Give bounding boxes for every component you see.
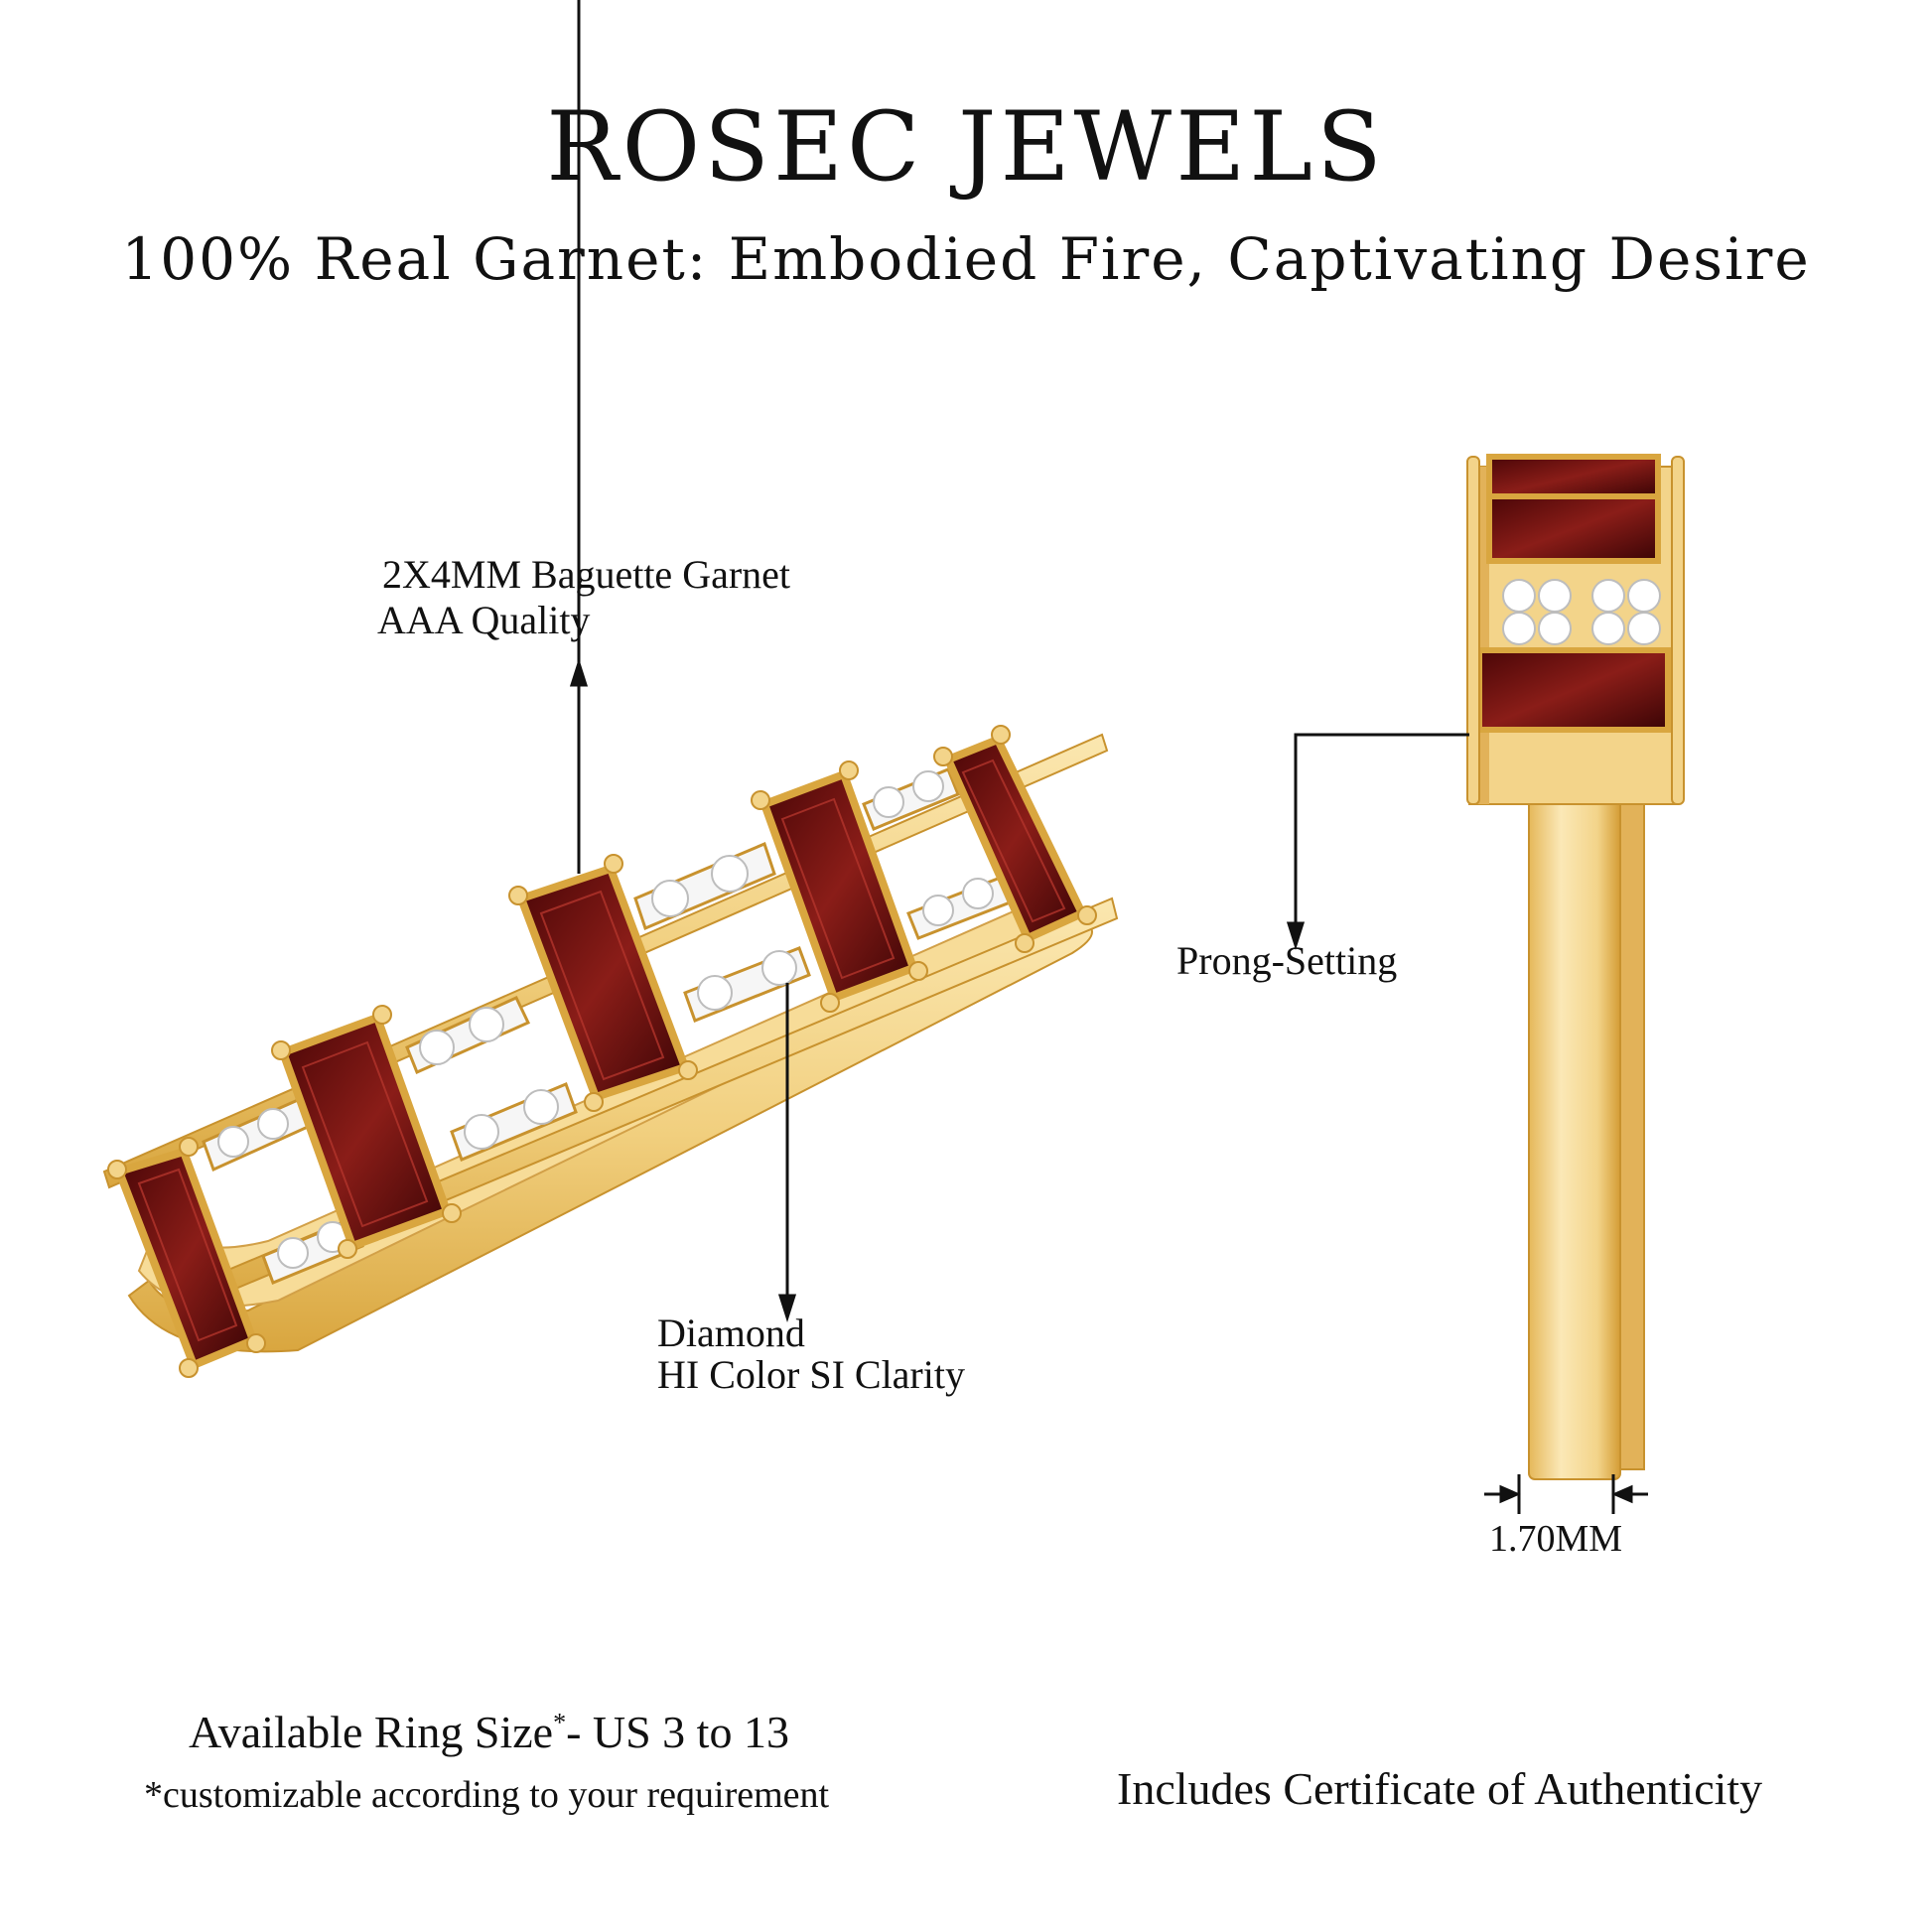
garnet-quality-label: AAA Quality — [377, 598, 591, 642]
diamond-label: Diamond — [657, 1311, 805, 1355]
customizable-note: *customizable according to your requirem… — [144, 1774, 830, 1816]
certificate-label: Includes Certificate of Authenticity — [1117, 1763, 1763, 1814]
prong-setting-label: Prong-Setting — [1176, 938, 1398, 983]
garnet-facets-angled — [137, 759, 1066, 1342]
ring-size-range: - US 3 to 13 — [566, 1707, 789, 1757]
diamond-quality-label: HI Color SI Clarity — [657, 1352, 965, 1397]
width-dimension — [1484, 1474, 1648, 1514]
brand-title: ROSEC JEWELS — [546, 91, 1386, 203]
callout-garnet — [569, 0, 589, 874]
tagline: 100% Real Garnet: Embodied Fire, Captiva… — [121, 225, 1811, 293]
callout-prong — [1286, 733, 1469, 950]
prongs-side — [1466, 456, 1685, 805]
garnet-stones-side — [1476, 454, 1671, 733]
width-label: 1.70MM — [1489, 1518, 1623, 1560]
ring-size-prefix: Available Ring Size — [189, 1707, 554, 1757]
ring-size-asterisk: * — [553, 1708, 567, 1737]
diamond-stones-side — [1502, 579, 1661, 645]
callout-diamond — [777, 983, 797, 1322]
diamond-stones — [217, 770, 994, 1269]
garnet-stones-angled — [113, 734, 1088, 1371]
ring-size-line: Available Ring Size*- US 3 to 13 — [189, 1706, 789, 1758]
garnet-spec-label: 2X4MM Baguette Garnet — [382, 552, 791, 597]
prongs-angled — [107, 725, 1097, 1378]
